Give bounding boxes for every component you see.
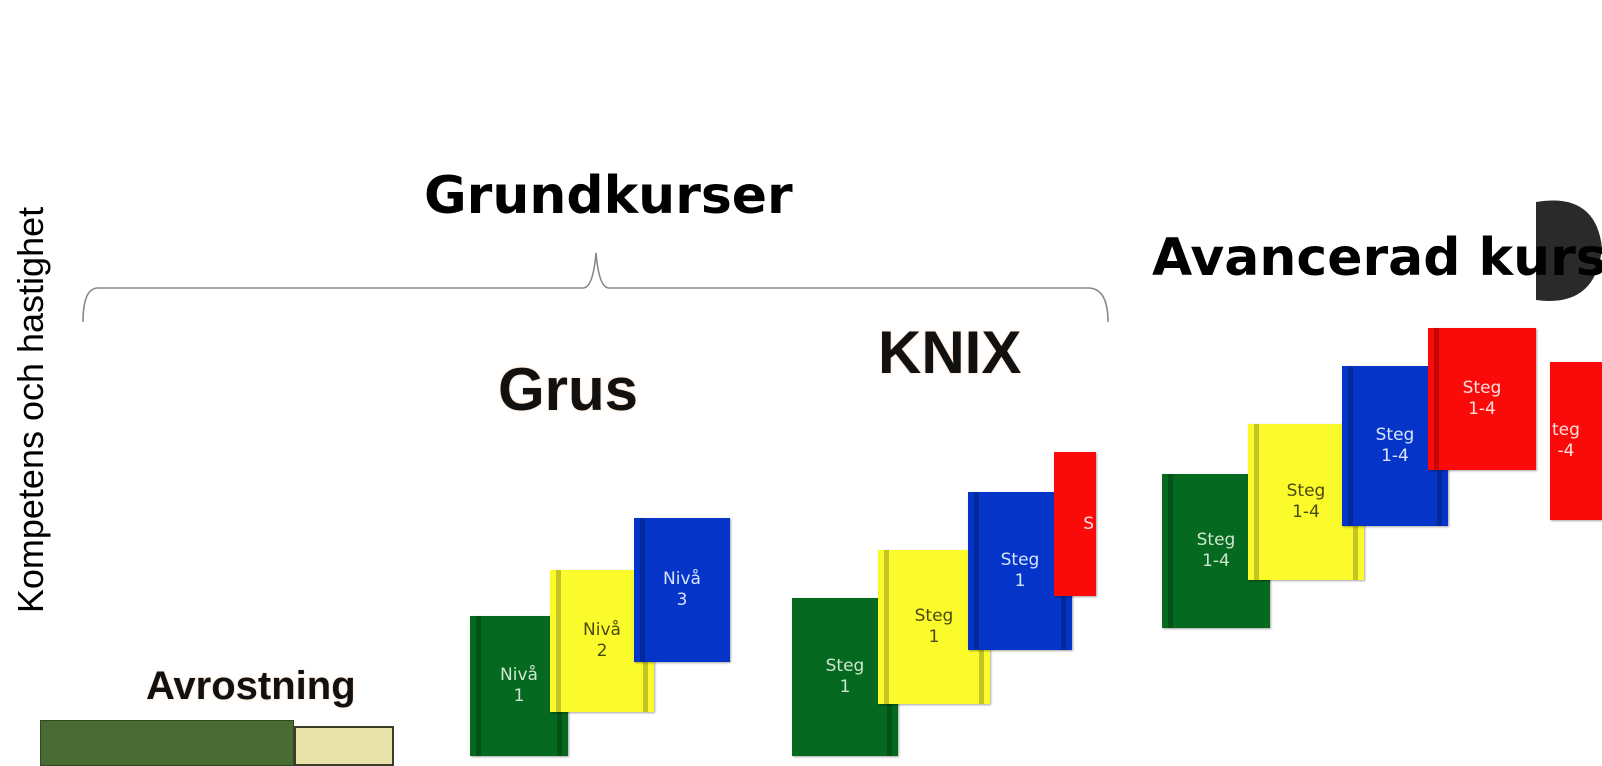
grundkurser-brace: [82, 252, 1109, 323]
grus-book-label: Nivå 2: [583, 620, 621, 661]
knix-title: KNIX: [878, 319, 1022, 386]
knix-book-label: S: [1083, 513, 1094, 534]
advanced-book-label: Steg 1-4: [1196, 530, 1236, 571]
dark-crescent-shape: [1536, 200, 1602, 301]
advanced-book-label: Steg 1-4: [1375, 425, 1415, 466]
grus-book-label: Nivå 3: [663, 569, 701, 610]
knix-book-label: Steg 1: [825, 656, 865, 697]
avrostning-bar-dark: [40, 720, 294, 766]
advanced-book-red-partial: teg -4: [1550, 362, 1602, 520]
grus-book-level-3: Nivå 3: [634, 518, 730, 662]
advanced-book-label: teg -4: [1552, 420, 1580, 461]
grus-book-label: Nivå 1: [500, 665, 538, 706]
avrostning-bar-light: [294, 726, 394, 766]
advanced-book-label: Steg 1-4: [1286, 481, 1326, 522]
advanced-book-red: Steg 1-4: [1428, 328, 1536, 470]
y-axis-label-text: Kompetens och hastighet: [10, 206, 51, 614]
knix-book-step-red-partial: S: [1054, 452, 1096, 596]
knix-book-label: Steg 1: [914, 606, 954, 647]
avancerad-heading: Avancerad kurs: [1152, 228, 1602, 288]
advanced-book-label: Steg 1-4: [1462, 378, 1502, 419]
knix-book-label: Steg 1: [1000, 550, 1040, 591]
grundkurser-heading: Grundkurser: [424, 166, 793, 226]
grus-title: Grus: [498, 356, 639, 423]
avrostning-title: Avrostning: [146, 664, 356, 708]
